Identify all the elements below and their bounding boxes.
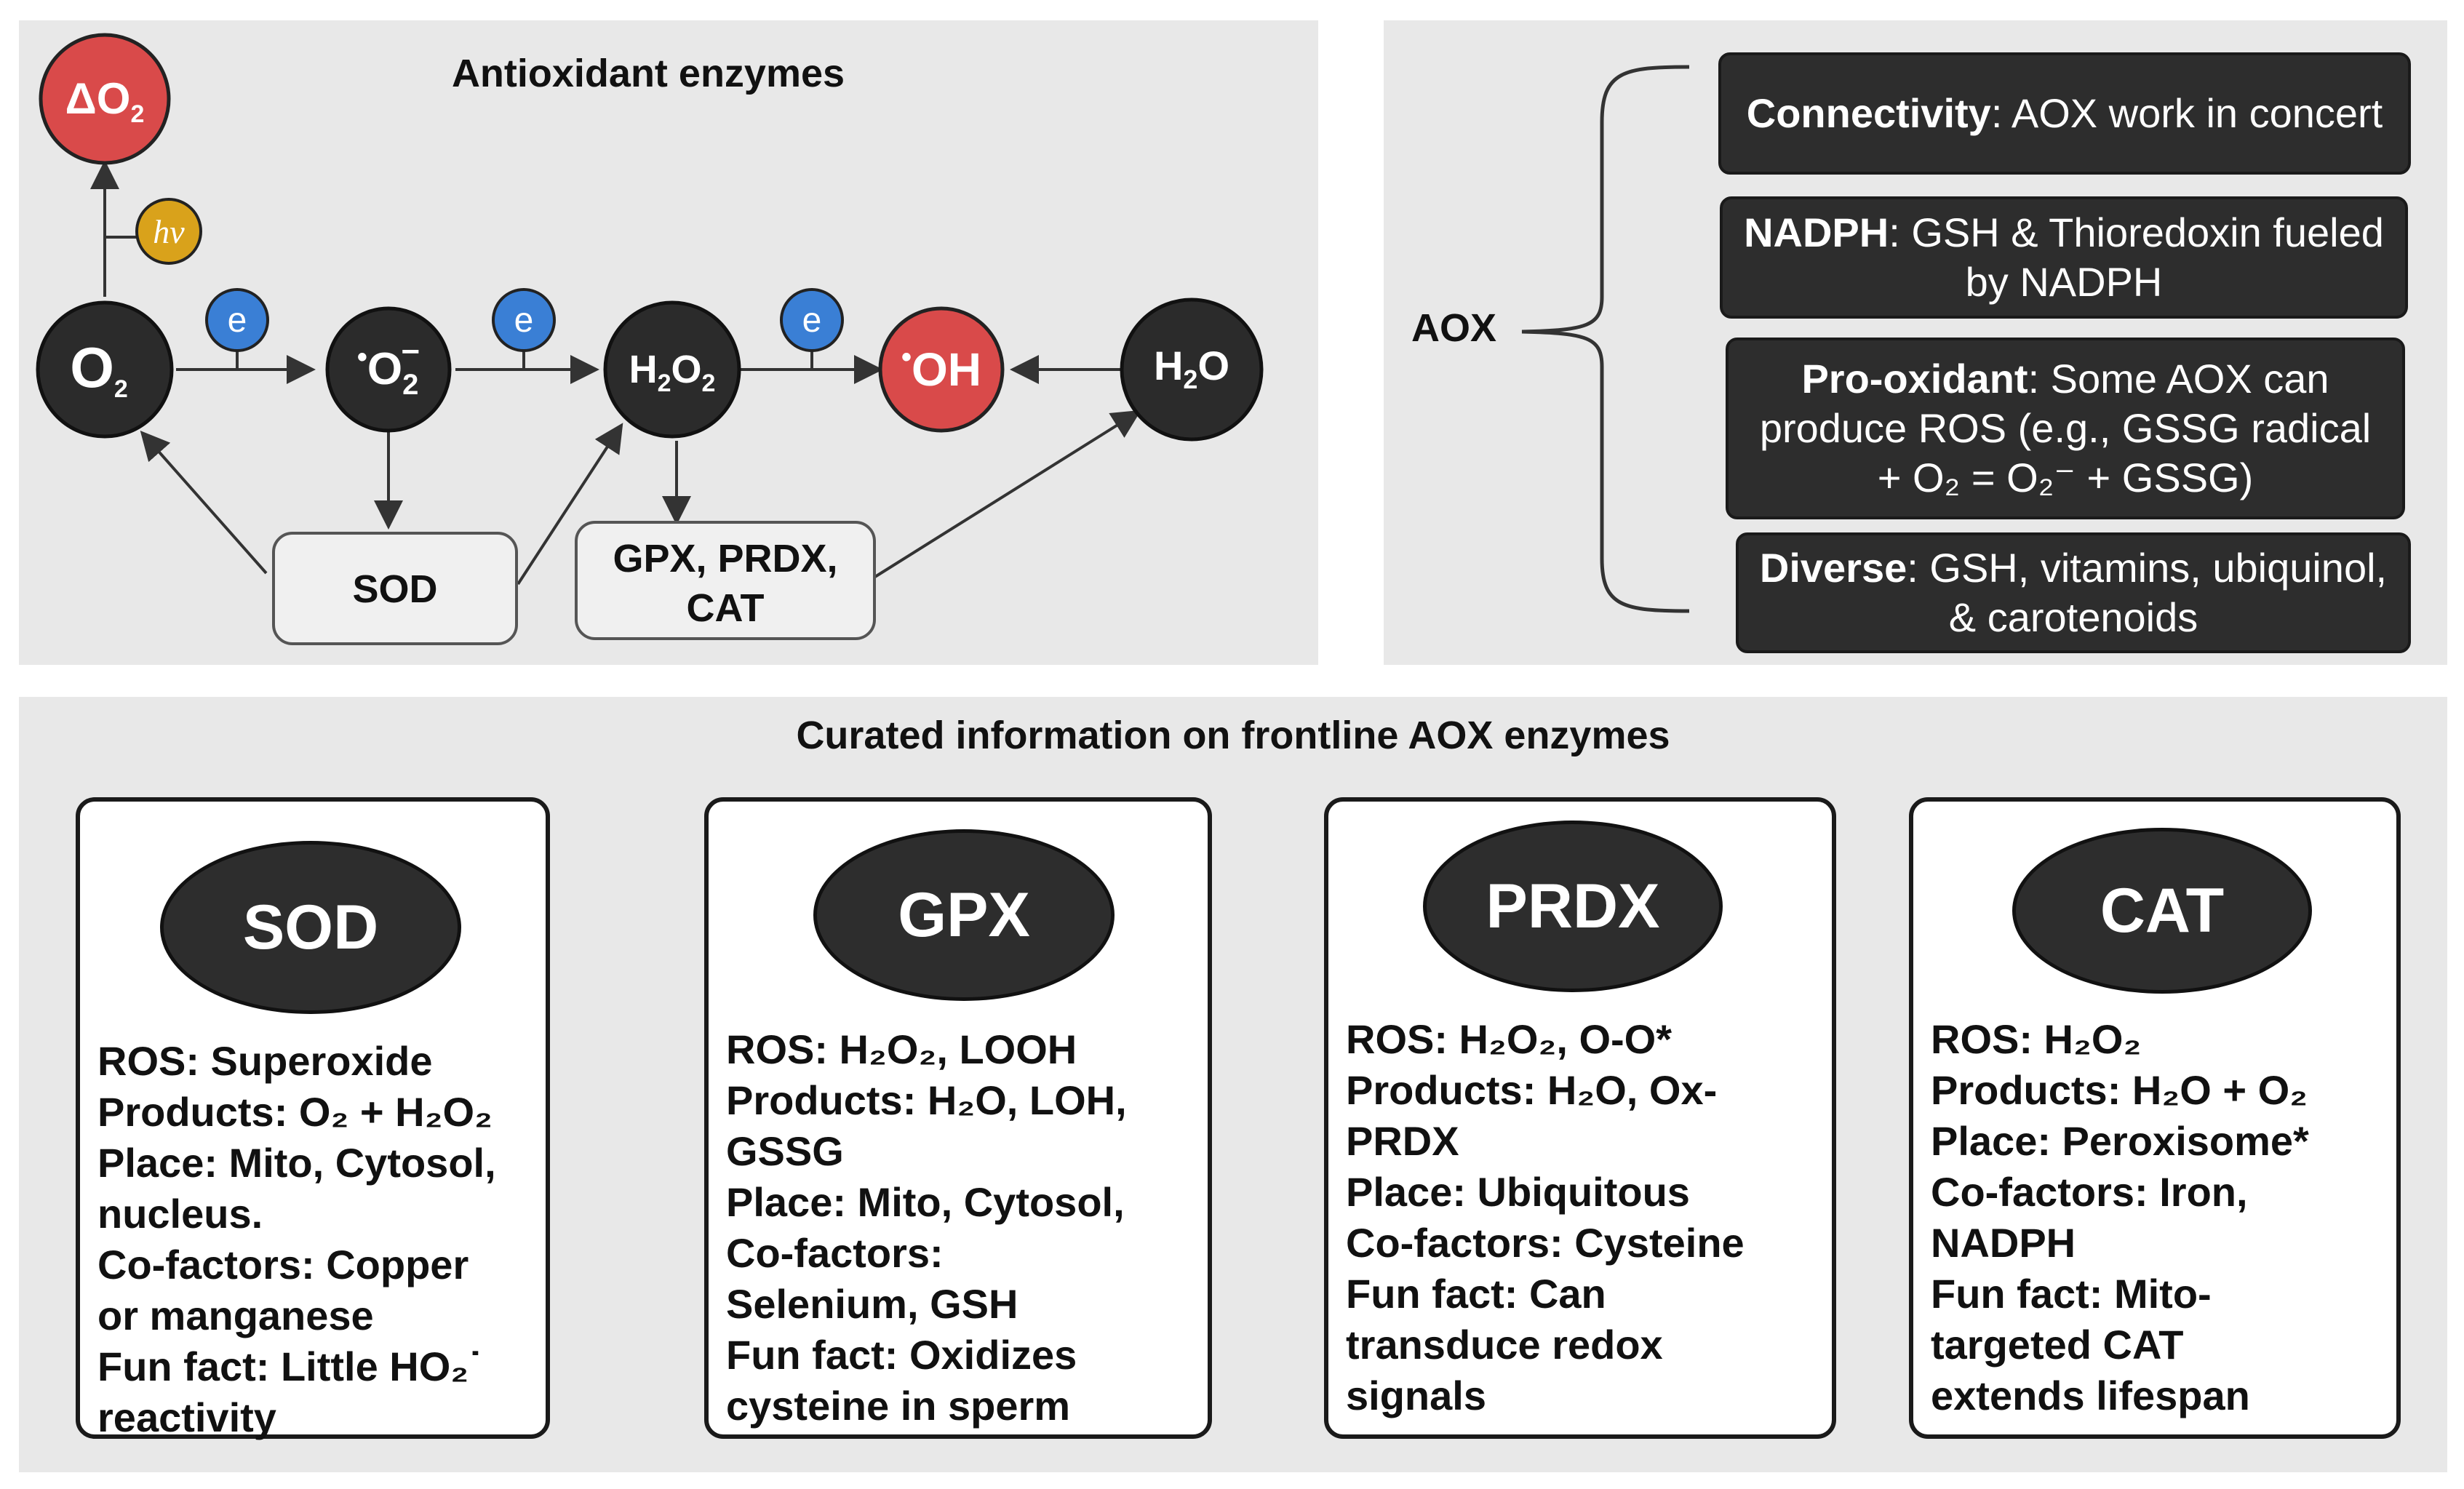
delta-o2-node: ΔO2: [39, 33, 171, 165]
svg-text:e: e: [228, 301, 247, 340]
curly-brace-icon: [1521, 65, 1690, 613]
sod-enzyme-box: SOD: [272, 532, 518, 645]
arrow-sod-to-h2o2: [517, 423, 623, 586]
svg-text:H2O2: H2O2: [629, 348, 716, 397]
svg-text:e: e: [802, 301, 822, 340]
svg-text:CAT: CAT: [687, 586, 765, 630]
enzyme-details: ROS: Superoxide Products: O₂ + H₂O₂ Plac…: [97, 1038, 496, 1440]
enzyme-card-gpx: GPX ROS: H₂O₂, LOOH Products: H₂O, LOH, …: [704, 797, 1212, 1439]
arrow-sod-to-o2: [140, 431, 268, 575]
panel-title: Antioxidant enzymes: [451, 52, 845, 95]
electron-icon: e: [492, 288, 556, 352]
curated-info-panel: Curated information on frontline AOX enz…: [19, 697, 2447, 1472]
curated-title: Curated information on frontline AOX enz…: [796, 714, 1670, 757]
enzyme-name-oval: SOD: [160, 841, 461, 1014]
o2-node: O2: [36, 300, 174, 439]
electron-icon: e: [205, 288, 269, 352]
h2o2-node: H2O2: [603, 300, 741, 439]
enzyme-card-cat: CAT ROS: H₂O₂ Products: H₂O + O₂ Place: …: [1909, 797, 2401, 1439]
gpx-prdx-cat-box: GPX, PRDX, CAT: [575, 521, 876, 640]
aox-box-connectivity: Connectivity: AOX work in concert: [1718, 52, 2411, 175]
hv-light-icon: hv: [135, 198, 202, 265]
antioxidant-enzymes-panel: Antioxidant enzymes ΔO2: [19, 20, 1318, 665]
enzyme-name-oval: GPX: [813, 829, 1115, 1001]
svg-text:hv: hv: [153, 213, 185, 250]
enzyme-card-prdx: PRDX ROS: H₂O₂, O-O* Products: H₂O, Ox- …: [1324, 797, 1836, 1439]
enzyme-card-sod: SOD ROS: Superoxide Products: O₂ + H₂O₂ …: [76, 797, 550, 1440]
svg-text:H2O: H2O: [1154, 343, 1229, 394]
svg-text:GPX, PRDX,: GPX, PRDX,: [613, 537, 837, 580]
enzyme-details: ROS: H₂O₂, O-O* Products: H₂O, Ox- PRDX …: [1346, 1016, 1745, 1418]
h2o-node: H2O: [1120, 298, 1264, 442]
svg-text:e: e: [514, 301, 534, 340]
reaction-diagram: ΔO2 hv O2 •O2− H2O2 •OH H2: [36, 33, 1264, 645]
enzyme-details: ROS: H₂O₂, LOOH Products: H₂O, LOH, GSSG…: [726, 1026, 1127, 1429]
aox-box-diverse: Diverse: GSH, vitamins, ubiquinol, & car…: [1736, 532, 2411, 653]
enzyme-name-oval: PRDX: [1423, 821, 1723, 992]
superoxide-node: •O2−: [325, 306, 452, 433]
hydroxyl-node: •OH: [878, 306, 1005, 433]
svg-text:•O2−: •O2−: [357, 334, 420, 401]
aox-box-pro-oxidant: Pro-oxidant: Some AOX can produce ROS (e…: [1726, 338, 2405, 519]
enzyme-details: ROS: H₂O₂ Products: H₂O + O₂ Place: Pero…: [1931, 1016, 2309, 1418]
aox-properties-panel: AOX Connectivity: AOX work in concert NA…: [1384, 20, 2447, 665]
enzyme-name-oval: CAT: [2012, 828, 2312, 994]
aox-box-nadph: NADPH: GSH & Thioredoxin fueled by NADPH: [1720, 196, 2408, 319]
aox-label: AOX: [1411, 306, 1497, 350]
arrow-gpx-to-h2o: [870, 410, 1141, 580]
svg-text:SOD: SOD: [352, 567, 437, 611]
svg-text:•OH: •OH: [901, 341, 981, 396]
electron-icon: e: [780, 288, 844, 352]
